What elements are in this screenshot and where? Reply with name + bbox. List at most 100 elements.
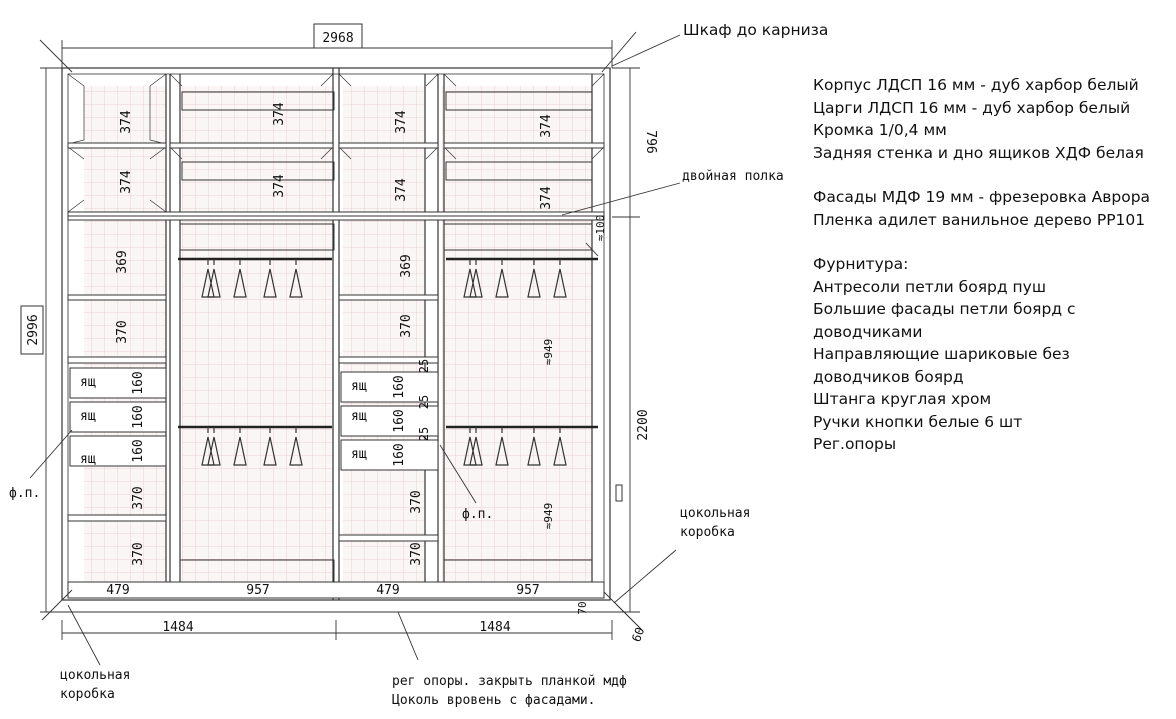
drawer-label: ящ xyxy=(351,379,367,394)
shelf-height-label: 374 xyxy=(539,186,554,210)
facade-panel-label: ф.п. xyxy=(9,486,40,501)
spacer xyxy=(813,231,1150,253)
inset-100-label: ≈100 xyxy=(594,215,607,242)
upper-height-label: 796 xyxy=(643,130,658,153)
shelf-height-label: 374 xyxy=(119,170,134,194)
shelves xyxy=(67,91,605,599)
shelf-height-label: 374 xyxy=(539,114,554,138)
shelf-height-label: 370 xyxy=(409,490,424,513)
hanger-icon xyxy=(263,259,277,298)
plinth-box-callout-right: коробка xyxy=(680,525,735,540)
wardrobe-carcass xyxy=(61,67,611,601)
col-width-957-a: 957 xyxy=(246,583,269,598)
hanger-icon xyxy=(469,427,483,466)
plinth-box-callout-right: цокольная xyxy=(680,506,750,521)
hanger-icon xyxy=(263,427,277,466)
shelf-height-label: 374 xyxy=(394,110,409,134)
plinth-handle xyxy=(615,484,623,502)
shelf-height-label: 369 xyxy=(399,254,414,277)
hanger-icon xyxy=(233,259,247,298)
drawer-height-label: 160 xyxy=(131,405,146,428)
total-height-box xyxy=(20,305,44,355)
supports-note: рег опоры. закрыть планкой мдф xyxy=(392,674,627,689)
cornice-callout: Шкаф до карниза xyxy=(683,21,828,39)
drawer-height-label: 160 xyxy=(131,439,146,462)
drawers xyxy=(69,367,439,471)
drawer-height-label: 160 xyxy=(392,409,407,432)
plinth-box-callout-left: цокольная xyxy=(60,668,130,683)
drawer-label: ящ xyxy=(351,409,367,424)
spec-line: Фурнитура: xyxy=(813,255,909,273)
plinth-depth-label: 60 xyxy=(629,625,647,643)
spec-line: Направляющие шариковые без xyxy=(813,345,1070,363)
spec-line: Задняя стенка и дно ящиков ХДФ белая xyxy=(813,143,1144,162)
shelf-height-label: 370 xyxy=(131,542,146,565)
spec-line: Рег.опоры xyxy=(813,435,897,453)
drawer-height-label: 160 xyxy=(392,443,407,466)
back-panel-grid xyxy=(84,86,592,582)
spec-line: Ручки кнопки белые 6 шт xyxy=(813,412,1023,431)
spec-line: Царги ЛДСП 16 мм - дуб харбор белый xyxy=(813,98,1131,117)
shelf-height-label: 374 xyxy=(394,178,409,202)
hanger-icon xyxy=(289,259,303,298)
left-section-width-label: 1484 xyxy=(162,620,193,635)
hangers xyxy=(201,259,567,466)
shelf-height-label: 374 xyxy=(272,102,287,126)
hanger-icon xyxy=(495,259,509,298)
spec-line: Фасады МДФ 19 мм - фрезеровка Аврора xyxy=(813,188,1151,206)
hanger-icon xyxy=(553,427,567,466)
double-shelf-callout: двойная полка xyxy=(682,169,784,184)
shelf-height-label: 374 xyxy=(119,110,134,134)
plinth-note: Цоколь вровень с фасадами. xyxy=(392,693,596,708)
hanging-height-label: ≈949 xyxy=(542,339,555,366)
hanging-rails xyxy=(178,257,598,429)
drawer-gap-label: 25 xyxy=(417,395,431,409)
hanger-icon xyxy=(527,427,541,466)
shelf-height-label: 370 xyxy=(131,486,146,509)
shelf-height-label: 370 xyxy=(115,320,130,343)
callout-labels: Шкаф до карниза двойная полка цокольная … xyxy=(60,21,828,708)
hanger-icon xyxy=(553,259,567,298)
drawer-height-label: 160 xyxy=(131,371,146,394)
drawer-gap-label: 25 xyxy=(417,427,431,441)
shelf-height-label: 374 xyxy=(272,174,287,198)
plinth-box-callout-left: коробка xyxy=(60,687,115,702)
drawer-label: ящ xyxy=(351,447,367,462)
shelf-height-label: 370 xyxy=(409,542,424,565)
spec-line: Большие фасады петли боярд с xyxy=(813,300,1076,318)
hanging-height-label: ≈949 xyxy=(542,503,555,530)
lower-height-label: 2200 xyxy=(636,409,651,440)
dimension-labels: 2968 2996 796 2200 1484 1484 479 957 479… xyxy=(9,31,658,644)
total-width-box xyxy=(313,23,363,49)
hanger-icon xyxy=(469,259,483,298)
drawer-label: ящ xyxy=(80,375,96,390)
hanger-icon xyxy=(527,259,541,298)
spec-line: доводчиками xyxy=(813,322,923,341)
spec-line: Пленка адилет ванильное дерево PP101 xyxy=(813,210,1146,229)
hanger-icon xyxy=(207,259,221,298)
shelf-height-label: 369 xyxy=(115,250,130,273)
total-width-label: 2968 xyxy=(322,31,353,46)
spec-notes: Корпус ЛДСП 16 мм - дуб харбор белый Цар… xyxy=(813,74,1150,456)
hanger-icon xyxy=(289,427,303,466)
right-section-width-label: 1484 xyxy=(479,620,510,635)
facade-panel-label: ф.п. xyxy=(462,507,493,522)
drawer-height-label: 160 xyxy=(392,375,407,398)
spec-line: Кромка 1/0,4 мм xyxy=(813,121,947,139)
hanger-icon xyxy=(495,427,509,466)
shelf-height-label: 370 xyxy=(399,314,414,337)
spec-line: Штанга круглая хром xyxy=(813,390,992,408)
total-height-label: 2996 xyxy=(26,314,41,345)
spec-line: Антресоли петли боярд пуш xyxy=(813,277,1046,296)
drawer-label: ящ xyxy=(80,452,96,467)
hanger-icon xyxy=(233,427,247,466)
spacer xyxy=(813,164,1150,186)
col-width-479-b: 479 xyxy=(376,583,399,598)
col-width-957-b: 957 xyxy=(516,583,539,598)
spec-line: Корпус ЛДСП 16 мм - дуб харбор белый xyxy=(813,76,1139,94)
drawer-gap-label: 25 xyxy=(417,359,431,373)
spec-line: доводчиков боярд xyxy=(813,367,964,386)
drawer-label: ящ xyxy=(80,409,96,424)
col-width-479-a: 479 xyxy=(106,583,129,598)
